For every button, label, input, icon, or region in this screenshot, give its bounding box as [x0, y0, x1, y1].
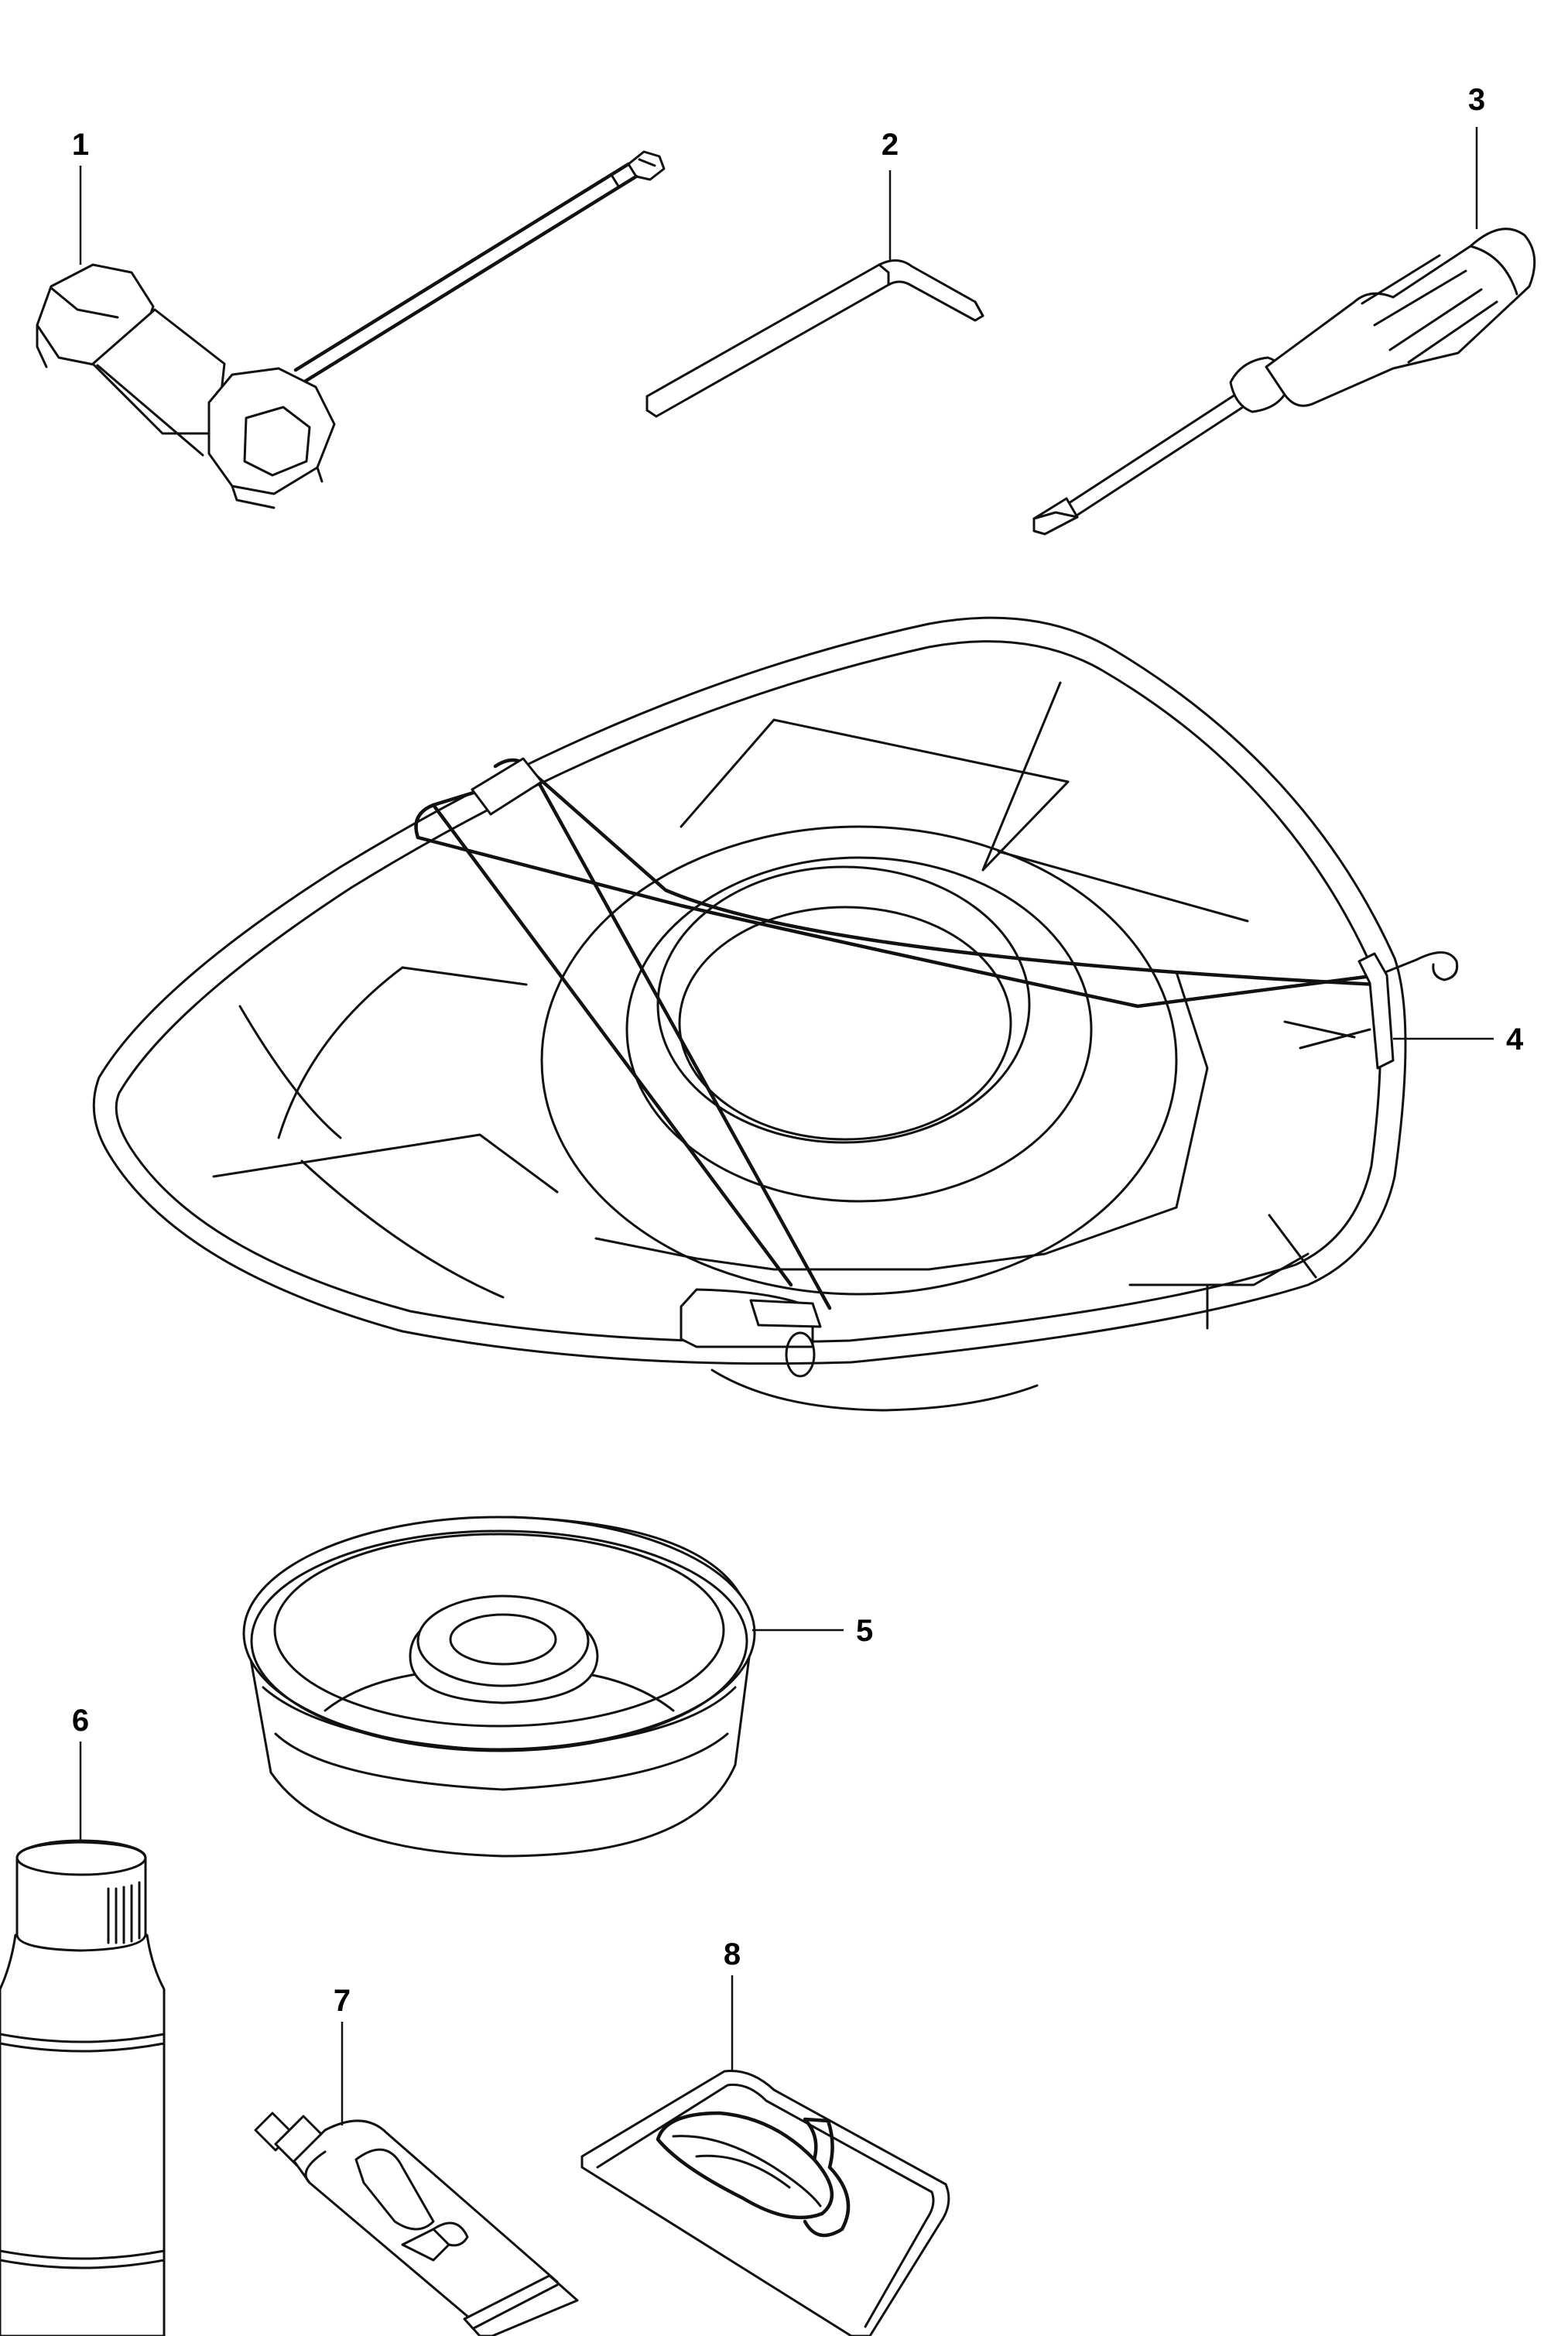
callout-label-7: 7: [334, 1984, 351, 2018]
callout-label-4: 4: [1506, 1022, 1524, 1057]
harness-strap-icon: [580, 2070, 950, 2336]
blade-guard-icon: [92, 616, 1459, 1412]
grease-tube-icon: [254, 2112, 579, 2336]
screwdriver-icon: [1032, 228, 1536, 536]
callout-label-6: 6: [72, 1704, 89, 1738]
oil-bottle-icon: [0, 1839, 166, 2336]
callout-label-8: 8: [724, 1937, 741, 1971]
callout-label-2: 2: [882, 128, 899, 162]
combination-spanner-icon: [36, 150, 666, 509]
support-cup-icon: [242, 1516, 756, 1858]
callout-label-5: 5: [856, 1614, 873, 1648]
callout-label-1: 1: [72, 128, 89, 162]
callout-label-3: 3: [1468, 83, 1485, 117]
hex-key-icon: [645, 259, 984, 418]
